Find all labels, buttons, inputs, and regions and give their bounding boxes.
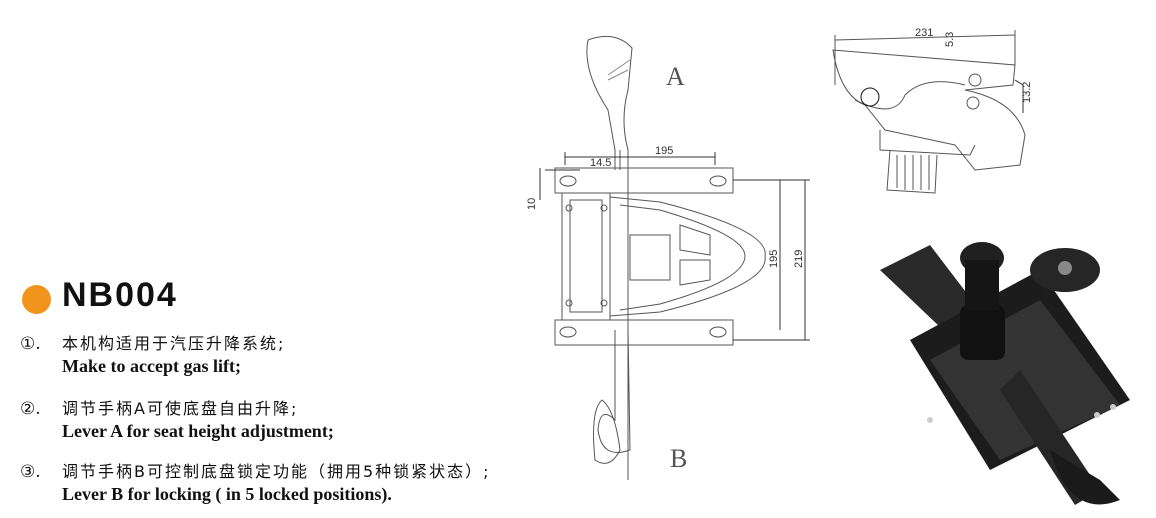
dim-edge: 10 <box>526 198 538 210</box>
dim-height: 219 <box>793 250 805 268</box>
feature-en: Lever B for locking ( in 5 locked positi… <box>62 484 392 504</box>
feature-1: ①. 本机构适用于汽压升降系统; Make to accept gas lift; <box>20 330 285 377</box>
feature-cn: 调节手柄B可控制底盘锁定功能（拥用5种锁紧状态）; <box>62 462 491 481</box>
dim-width: 195 <box>655 145 673 157</box>
product-code: NB004 <box>62 276 178 314</box>
feature-3: ③. 调节手柄B可控制底盘锁定功能（拥用5种锁紧状态）; Lever B for … <box>20 458 491 505</box>
dim-length: 231 <box>915 27 933 39</box>
feature-cn: 调节手柄A可使底盘自由升降; <box>62 399 299 418</box>
product-photo <box>880 242 1130 505</box>
dim-gap: 5.3 <box>944 32 956 47</box>
lever-b-label: B <box>670 444 687 473</box>
dim-side-height: 13.2 <box>1021 82 1033 103</box>
dim-offset: 14.5 <box>590 157 611 169</box>
dim-hole-spacing: 195 <box>768 250 780 268</box>
top-view-drawing: 195 14.5 10 195 219 A B <box>526 35 810 480</box>
feature-number: ①. <box>20 334 41 354</box>
side-view-drawing: 231 5.3 13.2 <box>832 27 1033 194</box>
feature-cn: 本机构适用于汽压升降系统; <box>62 334 286 353</box>
feature-number: ②. <box>20 399 41 419</box>
feature-2: ②. 调节手柄A可使底盘自由升降; Lever A for seat height… <box>20 395 334 442</box>
bullet-dot-icon <box>22 285 51 314</box>
feature-en: Make to accept gas lift; <box>62 356 241 376</box>
feature-number: ③. <box>20 462 41 482</box>
lever-a-label: A <box>666 62 685 91</box>
feature-en: Lever A for seat height adjustment; <box>62 421 334 441</box>
